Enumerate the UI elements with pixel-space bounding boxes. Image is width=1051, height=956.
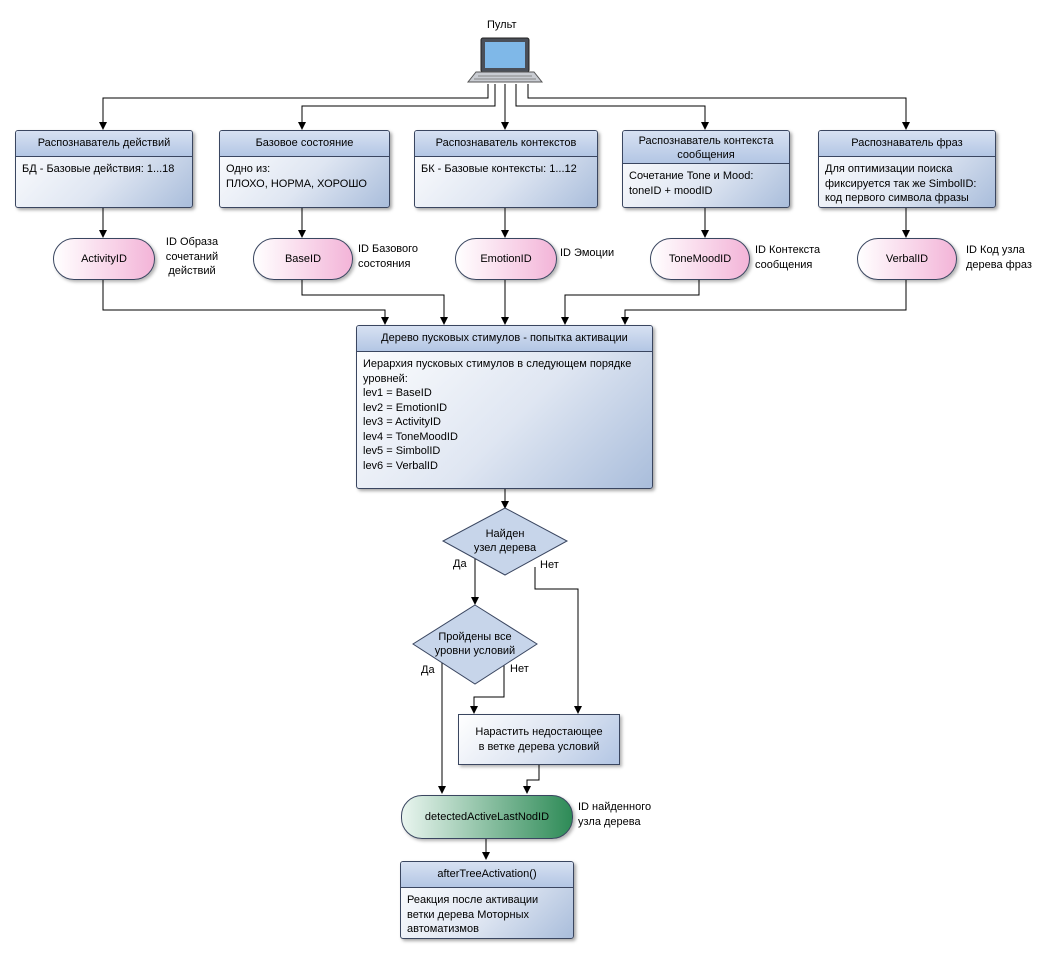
trigger-tree-body: Иерархия пусковых стимулов в следующем п… [363, 358, 632, 472]
arrow-remote-to-base [298, 84, 496, 130]
recognizer-message-context[interactable]: Распознаватель контекста сообщения Сочет… [622, 130, 790, 208]
arrow-verbalid-to-tree [621, 279, 907, 325]
recognizer-base-state[interactable]: Базовое состояние Одно из: ПЛОХО, НОРМА,… [219, 130, 390, 208]
arrow-remote-to-actions [99, 84, 489, 130]
detected-node-note: ID найденного узла дерева [578, 801, 652, 828]
after-activation-title: afterTreeActivation() [401, 862, 573, 888]
trigger-tree-title: Дерево пусковых стимулов - попытка актив… [357, 326, 652, 352]
grow-branch-box[interactable]: Нарастить недостающее в ветке дерева усл… [458, 714, 620, 765]
arrow-decision2-no [470, 663, 505, 714]
activityid-note: ID Образа сочетаний действий [165, 236, 219, 277]
remote-label: Пульт [487, 19, 517, 31]
after-activation-card[interactable]: afterTreeActivation() Реакция после акти… [400, 861, 574, 939]
arrow-activityid-to-tree [102, 279, 389, 325]
recognizer-phrases-body: Для оптимизации поиска фиксируется так ж… [825, 163, 977, 204]
arrow-baseid-to-tree [301, 279, 448, 325]
decision-node-found-shape [441, 507, 569, 576]
recognizer-base-state-title: Базовое состояние [220, 131, 389, 157]
activityid-node[interactable]: ActivityID [53, 238, 155, 280]
decision-levels-passed-no-label: Нет [510, 663, 529, 675]
emotionid-note: ID Эмоции [560, 247, 615, 259]
decision-node-found-yes-label: Да [453, 558, 467, 570]
after-activation-body: Реакция после активации ветки дерева Мот… [407, 894, 539, 935]
arrow-grow-to-detected [523, 765, 540, 794]
recognizer-phrases[interactable]: Распознаватель фраз Для оптимизации поис… [818, 130, 996, 208]
arrow-decision1-no [534, 567, 582, 714]
decision-node-found-no-label: Нет [540, 559, 559, 571]
arrow-remote-to-phrases [527, 84, 910, 130]
decision-levels-passed-yes-label: Да [421, 664, 435, 676]
recognizer-contexts-title: Распознаватель контекстов [415, 131, 597, 157]
recognizer-phrases-title: Распознаватель фраз [819, 131, 995, 157]
recognizer-base-state-body: Одно из: ПЛОХО, НОРМА, ХОРОШО [226, 163, 367, 190]
arrow-remote-to-message [515, 84, 709, 130]
recognizer-actions[interactable]: Распознаватель действий БД - Базовые дей… [15, 130, 193, 208]
baseid-note: ID Базового состояния [358, 243, 419, 270]
arrow-tonemoodid-to-tree [561, 279, 700, 325]
verbalid-note: ID Код узла дерева фраз [966, 244, 1032, 271]
detected-node[interactable]: detectedActiveLastNodID [401, 795, 573, 839]
recognizer-actions-title: Распознаватель действий [16, 131, 192, 157]
recognizer-message-context-body: Сочетание Tone и Mood: toneID + moodID [629, 170, 754, 197]
decision-levels-passed-text: Пройдены все уровни условий [434, 631, 516, 657]
emotionid-node[interactable]: EmotionID [455, 238, 557, 280]
tonemoodid-note: ID Контекста сообщения [755, 244, 821, 271]
recognizer-actions-body: БД - Базовые действия: 1...18 [22, 163, 175, 175]
recognizer-message-context-title: Распознаватель контекста сообщения [623, 131, 789, 164]
baseid-node[interactable]: BaseID [253, 238, 353, 280]
recognizer-contexts-body: БК - Базовые контексты: 1...12 [421, 163, 577, 175]
laptop-icon [466, 37, 544, 83]
recognizer-contexts[interactable]: Распознаватель контекстов БК - Базовые к… [414, 130, 598, 208]
tonemoodid-node[interactable]: ToneMoodID [650, 238, 750, 280]
decision-levels-passed-shape [412, 604, 538, 685]
verbalid-node[interactable]: VerbalID [857, 238, 957, 280]
decision-node-found-text: Найден узел дерева [473, 528, 537, 554]
trigger-tree-card[interactable]: Дерево пусковых стимулов - попытка актив… [356, 325, 653, 489]
